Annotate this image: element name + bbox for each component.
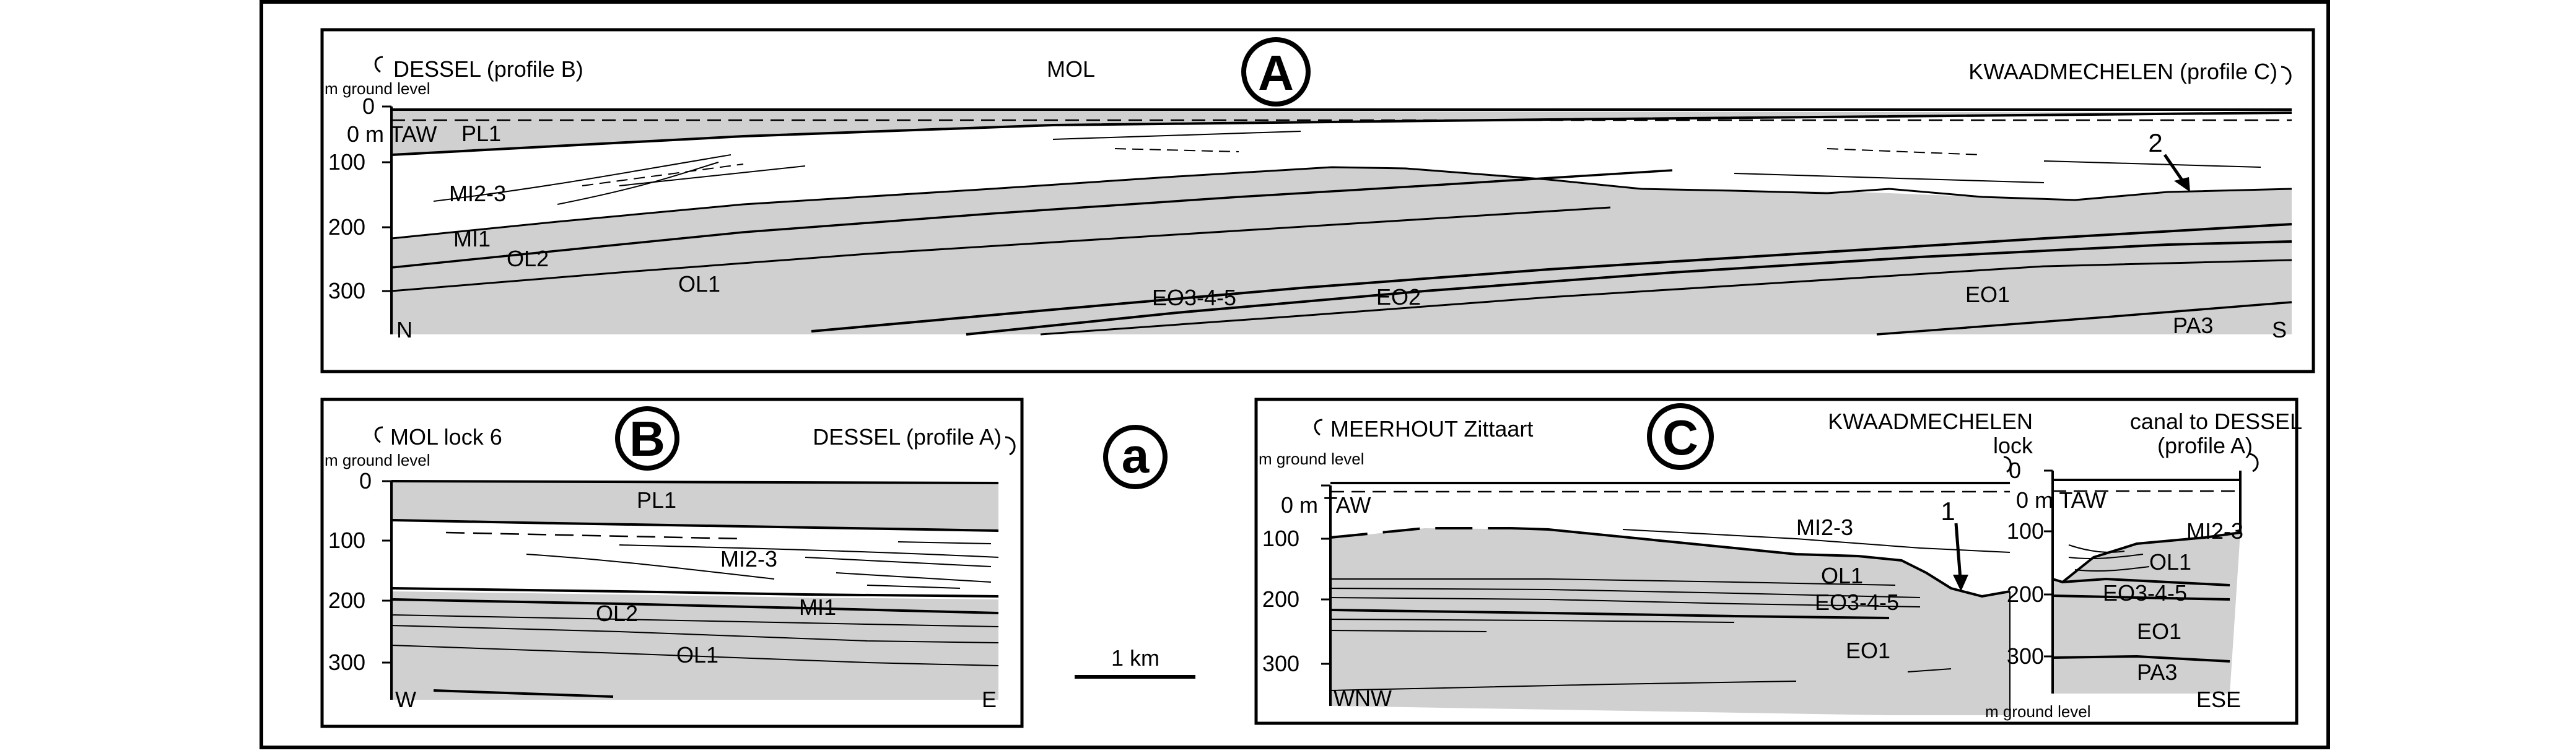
profile-c-dir-right: ESE bbox=[2196, 687, 2241, 712]
profile-b-tick-100: 100 bbox=[328, 528, 365, 553]
profile-b-tick-200: 200 bbox=[328, 588, 365, 613]
profile-b-ground-surface bbox=[391, 480, 999, 484]
outer-frame bbox=[260, 0, 2330, 749]
profile-b-pl1-unit bbox=[391, 481, 998, 531]
profile-c-frame bbox=[1254, 398, 2299, 725]
profile-c-label-eo1: EO1 bbox=[1846, 638, 1890, 663]
profile-b-label-pl1: PL1 bbox=[637, 487, 676, 513]
profile-a-label-ol1: OL1 bbox=[678, 271, 720, 297]
profile-a-boundaries bbox=[391, 111, 2292, 336]
profile-b-left-place: MOL lock 6 bbox=[390, 424, 502, 450]
profile-a-left-place: DESSEL (profile B) bbox=[393, 56, 583, 82]
profile-c-right-label-eo1: EO1 bbox=[2137, 619, 2181, 644]
profile-c-right-taw-label: 0 m TAW bbox=[2016, 487, 2106, 513]
profile-b-tick-0: 0 bbox=[359, 468, 372, 494]
profile-c-badge: C bbox=[1662, 410, 1698, 465]
legend: a 1 km bbox=[1075, 425, 1195, 679]
profile-b-badge: B bbox=[629, 411, 665, 466]
profile-c-right-label-ol1: OL1 bbox=[2149, 549, 2191, 575]
profile-a-right-place: KWAADMECHELEN (profile C) bbox=[1968, 59, 2277, 84]
profile-c-label-eo3-4-5: EO3-4-5 bbox=[1815, 590, 1899, 615]
profile-c-right-tick-200: 200 bbox=[2007, 581, 2044, 607]
profile-c-hook-left-icon bbox=[1314, 419, 1323, 436]
profile-c-right-units bbox=[2053, 533, 2240, 694]
legend-badge-circle bbox=[1103, 425, 1168, 489]
profile-b-dir-left: W bbox=[395, 687, 416, 712]
profile-b-label-ol1: OL1 bbox=[676, 642, 718, 668]
profile-a-badge: A bbox=[1258, 45, 1294, 100]
profile-c-taw-label: 0 m TAW bbox=[1281, 492, 1371, 518]
profile-c-hook-mid-icon bbox=[2003, 456, 2012, 473]
profile-b-hook-left-icon bbox=[374, 426, 383, 443]
profile-c-right-place-1: canal to DESSEL bbox=[2130, 409, 2302, 434]
profile-c-hook-right-icon bbox=[2248, 453, 2259, 472]
profile-c-center-place-2: lock bbox=[1993, 433, 2033, 458]
profile-a-label-pa3: PA3 bbox=[2173, 313, 2213, 338]
profile-a-label-pl1: PL1 bbox=[461, 121, 501, 146]
profile-a-axis-title: m ground level bbox=[325, 79, 430, 98]
profile-a-label-eo2: EO2 bbox=[1376, 284, 1421, 310]
profile-c-right-label-pa3: PA3 bbox=[2137, 659, 2177, 685]
profile-c-badge-circle bbox=[1647, 403, 1714, 470]
profile-a-frame bbox=[320, 28, 2315, 373]
profile-b-dir-right: E bbox=[982, 687, 997, 712]
profile-a-label-eo3-4-5: EO3-4-5 bbox=[1152, 285, 1236, 310]
profile-a-marker: 2 bbox=[2148, 128, 2162, 157]
profile-c-right-tick-0: 0 bbox=[2009, 458, 2021, 483]
profile-c-right-tick-300: 300 bbox=[2007, 643, 2044, 669]
profile-a-badge-circle bbox=[1241, 37, 1311, 107]
profile-c-center-place-1: KWAADMECHELEN bbox=[1828, 409, 2033, 434]
profile-c-left-place: MEERHOUT Zittaart bbox=[1330, 416, 1533, 442]
profile-c-right-label-eo3-4-5: EO3-4-5 bbox=[2103, 580, 2187, 606]
profile-a-tick-100: 100 bbox=[328, 149, 365, 175]
profile-a: 0 100 200 300 2 bbox=[320, 28, 2315, 373]
profile-a-dir-right: S bbox=[2272, 317, 2287, 342]
profile-b-tick-300: 300 bbox=[328, 650, 365, 675]
profile-a-hook-right-icon bbox=[2281, 66, 2292, 85]
profile-a-hook-left-icon bbox=[374, 56, 383, 73]
profile-c-dir-left: WNW bbox=[1334, 686, 1392, 711]
profile-b-badge-circle bbox=[615, 406, 679, 471]
profile-c-boundaries bbox=[1330, 527, 2241, 715]
profile-a-label-eo1: EO1 bbox=[1965, 282, 2010, 307]
profile-c-label-ol1: OL1 bbox=[1821, 563, 1863, 588]
profile-b-frame bbox=[320, 398, 1024, 728]
scale-bar-label: 1 km bbox=[1111, 645, 1159, 671]
profile-b-hook-right-icon bbox=[1005, 436, 1016, 456]
profile-a-tick-300: 300 bbox=[328, 278, 365, 303]
profile-c-right-tick-100: 100 bbox=[2007, 518, 2044, 544]
profile-a-taw-label: 0 m TAW bbox=[347, 121, 437, 147]
profile-a-label-mi2-3: MI2-3 bbox=[449, 181, 506, 206]
profile-b-label-ol2: OL2 bbox=[596, 601, 638, 626]
profile-c-right-label-mi2-3: MI2-3 bbox=[2186, 518, 2243, 544]
profile-a-lower-units bbox=[391, 167, 2292, 334]
profile-b-right-place: DESSEL (profile A) bbox=[813, 424, 1002, 450]
profile-a-center-place: MOL bbox=[1047, 56, 1095, 82]
profile-c-right-place-2: (profile A) bbox=[2157, 433, 2253, 458]
profile-b-axis-title: m ground level bbox=[325, 451, 430, 469]
legend-badge: a bbox=[1122, 428, 1150, 483]
profile-c-bottom-label: m ground level bbox=[1985, 702, 2091, 721]
profile-b-label-mi2-3: MI2-3 bbox=[720, 546, 777, 572]
profile-c-axis-title: m ground level bbox=[1259, 450, 1364, 468]
profile-c-tick-100: 100 bbox=[1262, 526, 1299, 551]
profile-b: 0 100 200 300 MOL lock 6 m ground level … bbox=[320, 398, 1024, 728]
profile-a-dir-left: N bbox=[396, 317, 413, 342]
profile-a-label-mi1: MI1 bbox=[453, 226, 491, 251]
profile-b-boundaries bbox=[391, 519, 999, 698]
profile-a-tick-0: 0 bbox=[362, 94, 375, 119]
profile-b-label-mi1: MI1 bbox=[799, 594, 836, 620]
profile-a-tick-200: 200 bbox=[328, 214, 365, 240]
profile-c-tick-300: 300 bbox=[1262, 651, 1299, 676]
profile-c-tick-200: 200 bbox=[1262, 586, 1299, 612]
profile-c-label-mi2-3: MI2-3 bbox=[1796, 515, 1853, 540]
profile-b-lower-units bbox=[391, 591, 998, 700]
profile-c: 100 200 300 0 100 200 300 bbox=[1254, 398, 2302, 725]
profile-a-label-ol2: OL2 bbox=[507, 246, 549, 271]
profile-c-marker: 1 bbox=[1941, 497, 1955, 526]
profile-c-arrow bbox=[1954, 523, 1962, 580]
